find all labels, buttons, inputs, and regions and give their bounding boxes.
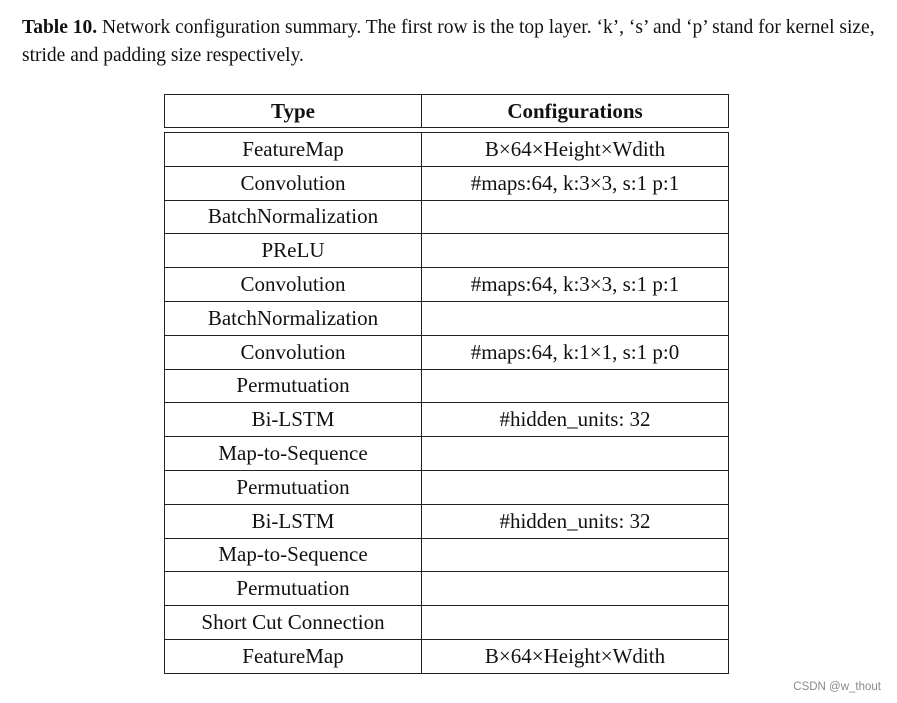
table-row: PReLU (164, 233, 729, 269)
cell-configuration (421, 571, 729, 607)
cell-type: Convolution (164, 165, 422, 201)
cell-configuration: #hidden_units: 32 (421, 503, 729, 539)
cell-type: Convolution (164, 334, 422, 370)
cell-configuration: B×64×Height×Wdith (421, 638, 729, 674)
table-row: Permutuation (164, 368, 729, 404)
cell-type: Permutuation (164, 469, 422, 505)
cell-type: Convolution (164, 267, 422, 302)
table-header-row: Type Configurations (164, 94, 729, 128)
table-row: Map-to-Sequence (164, 537, 729, 573)
cell-configuration (421, 436, 729, 471)
table-row: Map-to-Sequence (164, 436, 729, 471)
table-row: Bi-LSTM#hidden_units: 32 (164, 402, 729, 438)
cell-configuration: #maps:64, k:3×3, s:1 p:1 (421, 165, 729, 201)
table-row: Convolution#maps:64, k:3×3, s:1 p:1 (164, 267, 729, 302)
caption-label: Table 10. (22, 17, 98, 38)
table-row: Convolution#maps:64, k:3×3, s:1 p:1 (164, 165, 729, 201)
header-configurations: Configurations (421, 94, 729, 128)
cell-type: Short Cut Connection (164, 605, 422, 640)
watermark: CSDN @w_thout (793, 681, 881, 693)
cell-type: Permutuation (164, 368, 422, 404)
cell-configuration: #maps:64, k:1×1, s:1 p:0 (421, 334, 729, 370)
cell-type: FeatureMap (164, 638, 422, 674)
caption-text: Network configuration summary. The first… (22, 17, 875, 66)
table-row: BatchNormalization (164, 300, 729, 336)
cell-type: PReLU (164, 233, 422, 269)
header-separator (164, 127, 729, 133)
cell-type: Map-to-Sequence (164, 436, 422, 471)
table-row: Short Cut Connection (164, 605, 729, 640)
cell-type: Bi-LSTM (164, 503, 422, 539)
cell-type: FeatureMap (164, 132, 422, 167)
cell-configuration (421, 300, 729, 336)
cell-configuration (421, 605, 729, 640)
cell-configuration (421, 537, 729, 573)
cell-configuration: #maps:64, k:3×3, s:1 p:1 (421, 267, 729, 302)
cell-type: Bi-LSTM (164, 402, 422, 438)
cell-type: Permutuation (164, 571, 422, 607)
table-caption: Table 10. Network configuration summary.… (22, 14, 882, 70)
table-row: Permutuation (164, 571, 729, 607)
table-row: Bi-LSTM#hidden_units: 32 (164, 503, 729, 539)
cell-type: BatchNormalization (164, 199, 422, 235)
cell-configuration (421, 233, 729, 269)
cell-type: Map-to-Sequence (164, 537, 422, 573)
table-row: Convolution#maps:64, k:1×1, s:1 p:0 (164, 334, 729, 370)
cell-configuration (421, 199, 729, 235)
cell-type: BatchNormalization (164, 300, 422, 336)
header-type: Type (164, 94, 422, 128)
cell-configuration: #hidden_units: 32 (421, 402, 729, 438)
table-row: BatchNormalization (164, 199, 729, 235)
table-row: Permutuation (164, 469, 729, 505)
cell-configuration (421, 368, 729, 404)
cell-configuration: B×64×Height×Wdith (421, 132, 729, 167)
cell-configuration (421, 469, 729, 505)
